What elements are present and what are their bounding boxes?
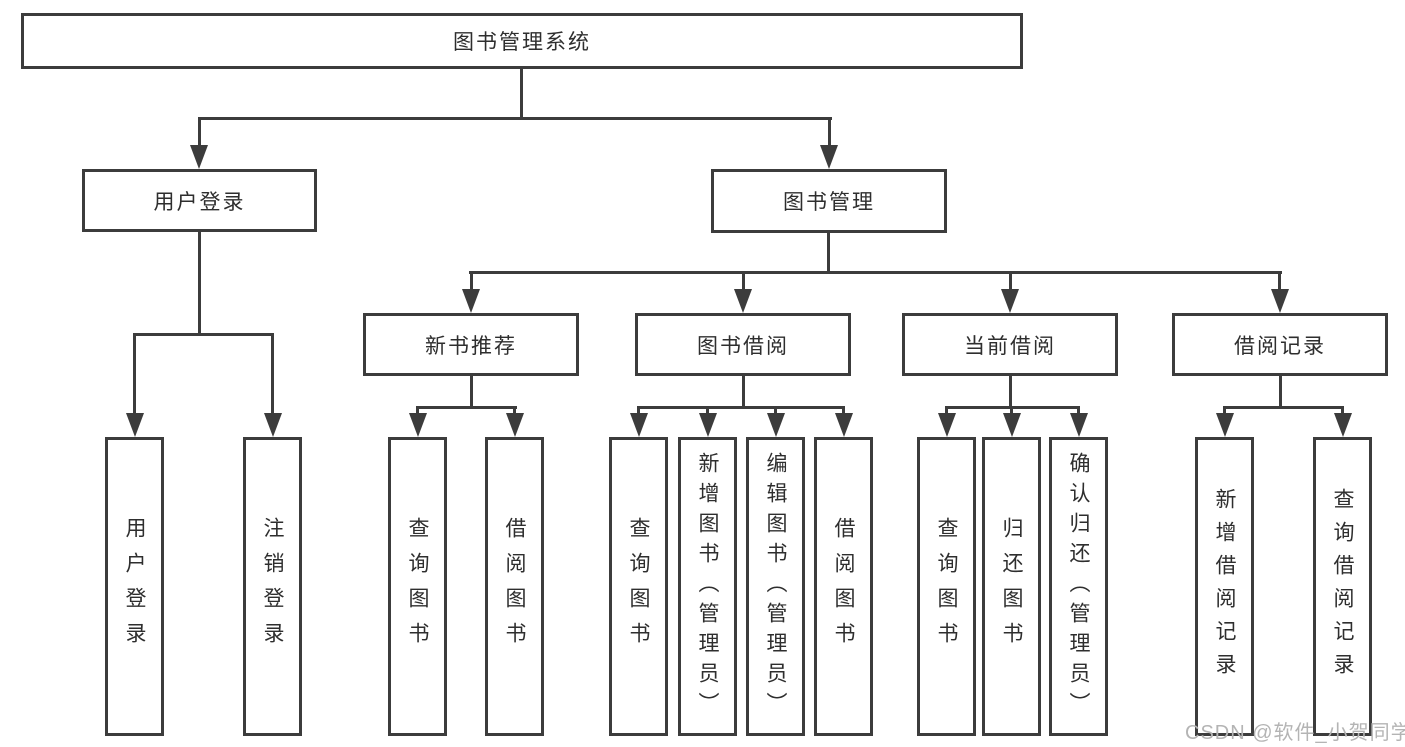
edge-root-stem [520,69,523,119]
arrowhead-bb-borrow-books [835,413,853,437]
node-cb-confirm-return: 确认归还（管理员） [1049,437,1108,736]
arrowhead-borrowing-records [1271,289,1289,313]
node-bb-query-books: 查询图书 [609,437,668,736]
node-login: 用户登录 [105,437,164,736]
arrowhead-br-add-record [1216,413,1234,437]
edge-user-login-stem [198,232,201,335]
node-cb-return-books: 归还图书 [982,437,1041,736]
arrowhead-cb-query-books [938,413,956,437]
arrowhead-cb-confirm-return [1070,413,1088,437]
arrowhead-nb-borrow-books [506,413,524,437]
edge-drop-br-add-record [1223,406,1226,416]
edge-drop-login [133,335,136,415]
arrowhead-current-borrowing [1001,289,1019,313]
arrowhead-new-book-recommendation [462,289,480,313]
node-bb-borrow-books: 借阅图书 [814,437,873,736]
node-book-management: 图书管理 [711,169,947,233]
edge-drop-nb-borrow-books [513,406,516,416]
edge-drop-bb-borrow-books [842,406,845,416]
arrowhead-nb-query-books [409,413,427,437]
edge-drop-new-book-recommendation [470,271,473,292]
edge-current-borrowing-stem [1009,376,1012,408]
arrowhead-br-query-record [1334,413,1352,437]
edge-book-borrowing-bar [637,406,845,409]
arrowhead-bb-query-books [630,413,648,437]
arrowhead-bb-add-books [699,413,717,437]
node-nb-query-books: 查询图书 [388,437,447,736]
node-bb-add-books: 新增图书（管理员） [678,437,737,736]
arrowhead-book-borrowing [734,289,752,313]
arrowhead-cb-return-books [1003,413,1021,437]
node-cb-query-books: 查询图书 [917,437,976,736]
edge-drop-current-borrowing [1009,271,1012,292]
edge-borrowing-records-bar [1223,406,1344,409]
arrowhead-login [126,413,144,437]
edge-new-book-bar [416,406,517,409]
arrowhead-logout [264,413,282,437]
node-root: 图书管理系统 [21,13,1023,69]
node-new-book-recommendation: 新书推荐 [363,313,579,376]
node-logout: 注销登录 [243,437,302,736]
node-borrowing-records: 借阅记录 [1172,313,1388,376]
node-user-login: 用户登录 [82,169,317,232]
edge-root-bar [198,117,832,120]
edge-book-management-bar [469,271,1282,274]
edge-drop-book-management [828,117,831,147]
edge-drop-cb-confirm-return [1077,406,1080,416]
edge-drop-bb-edit-books [774,406,777,416]
edge-drop-borrowing-records [1278,271,1281,292]
edge-drop-logout [271,335,274,415]
csdn-watermark: CSDN @软件_小贺同学 [1185,722,1405,744]
node-br-query-record: 查询借阅记录 [1313,437,1372,736]
node-current-borrowing: 当前借阅 [902,313,1118,376]
edge-book-management-stem [827,233,830,273]
edge-drop-bb-add-books [706,406,709,416]
arrowhead-book-management [820,145,838,169]
arrowhead-bb-edit-books [767,413,785,437]
edge-book-borrowing-stem [742,376,745,408]
arrowhead-user-login [190,145,208,169]
edge-drop-book-borrowing [742,271,745,292]
edge-drop-nb-query-books [416,406,419,416]
edge-drop-bb-query-books [637,406,640,416]
edge-drop-br-query-record [1341,406,1344,416]
edge-user-login-bar [133,333,274,336]
node-bb-edit-books: 编辑图书（管理员） [746,437,805,736]
edge-new-book-stem [470,376,473,408]
edge-drop-cb-query-books [945,406,948,416]
edge-drop-user-login [198,117,201,147]
node-br-add-record: 新增借阅记录 [1195,437,1254,736]
edge-drop-cb-return-books [1010,406,1013,416]
node-nb-borrow-books: 借阅图书 [485,437,544,736]
edge-borrowing-records-stem [1279,376,1282,408]
node-book-borrowing: 图书借阅 [635,313,851,376]
